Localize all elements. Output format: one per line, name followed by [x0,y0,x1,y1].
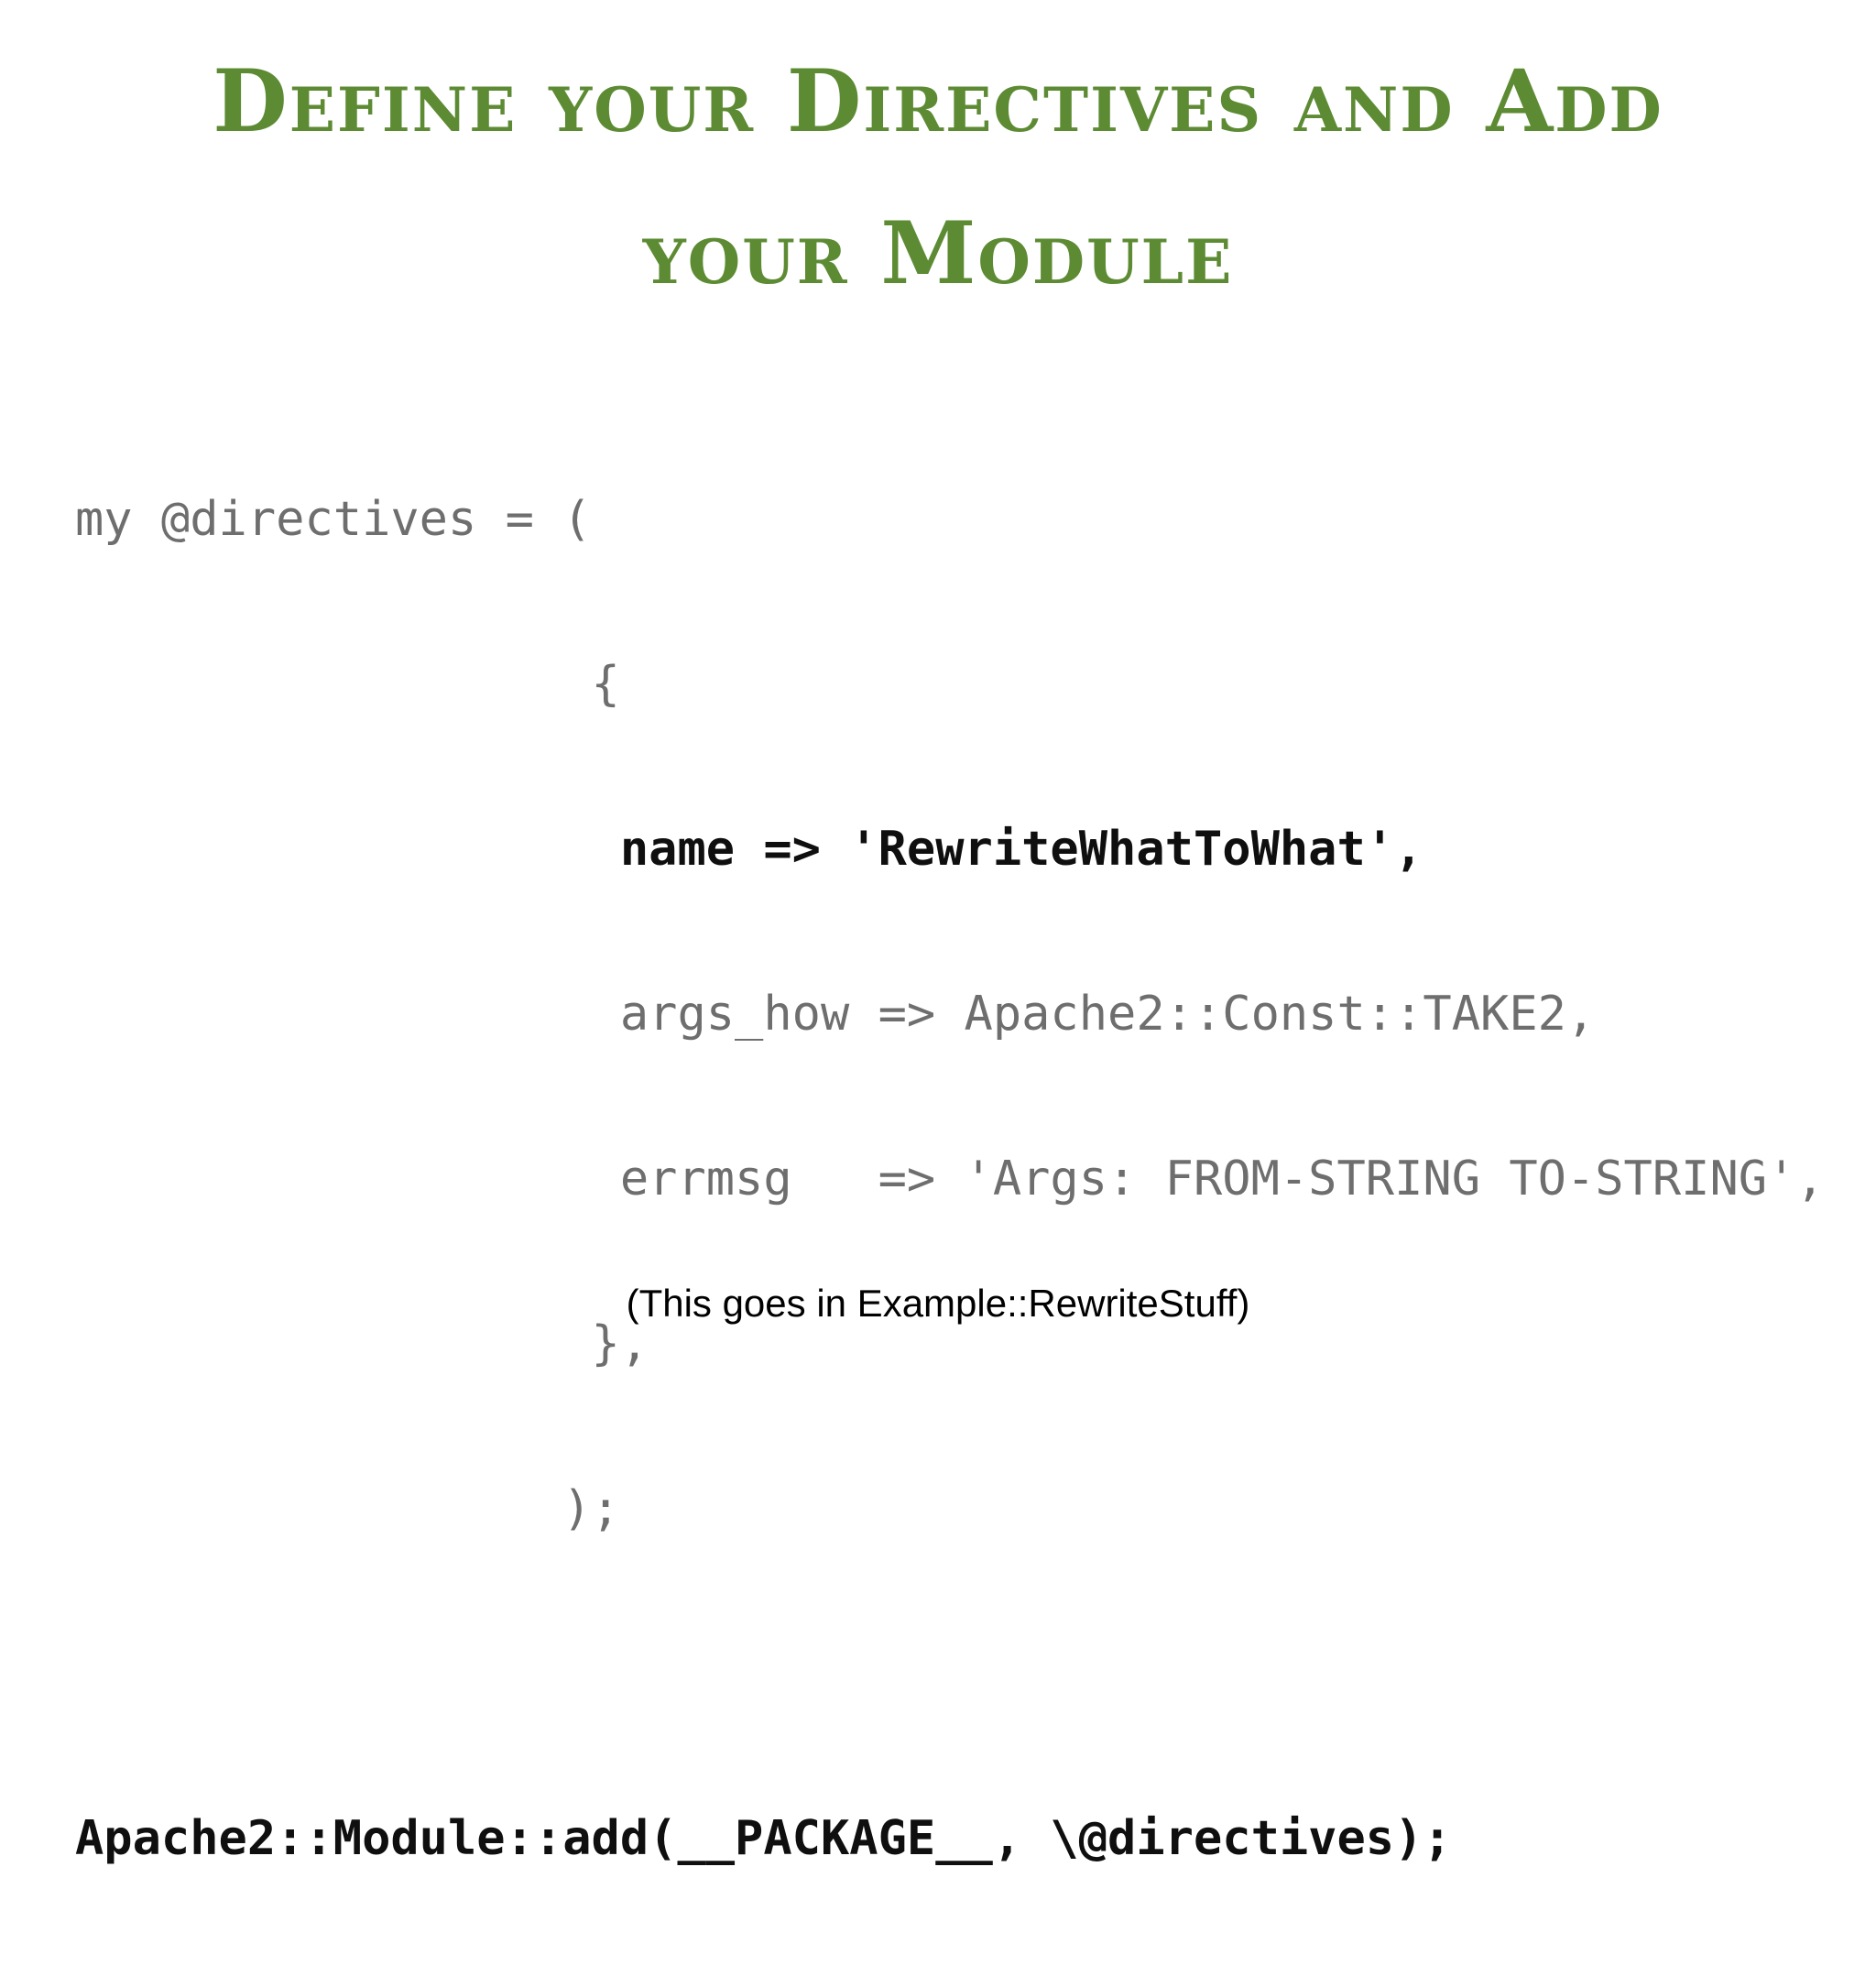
code-line: my @directives = ( [75,492,592,547]
slide-canvas: Define your Directives and Add your Modu… [0,26,1876,1866]
code-line: }, [75,1316,649,1371]
title-line-1: Define your Directives and Add [213,51,1663,152]
slide-caption: (This goes in Example::RewriteStuff) [626,1282,1250,1325]
code-line: args_how => Apache2::Const::TAKE2, [75,987,1596,1042]
code-block: my @directives = ( { name => 'RewriteWha… [75,382,1825,1976]
slide-title: Define your Directives and Add your Modu… [0,26,1876,330]
code-line: ); [75,1481,620,1536]
code-line: errmsg => 'Args: FROM-STRING TO-STRING', [75,1152,1825,1206]
code-line-blank [75,1646,1825,1701]
code-line: name => 'RewriteWhatToWhat', [75,822,1423,877]
title-line-2: your Module [642,203,1234,304]
code-line: { [75,657,620,712]
code-line: Apache2::Module::add(__PACKAGE__, \@dire… [75,1811,1452,1866]
